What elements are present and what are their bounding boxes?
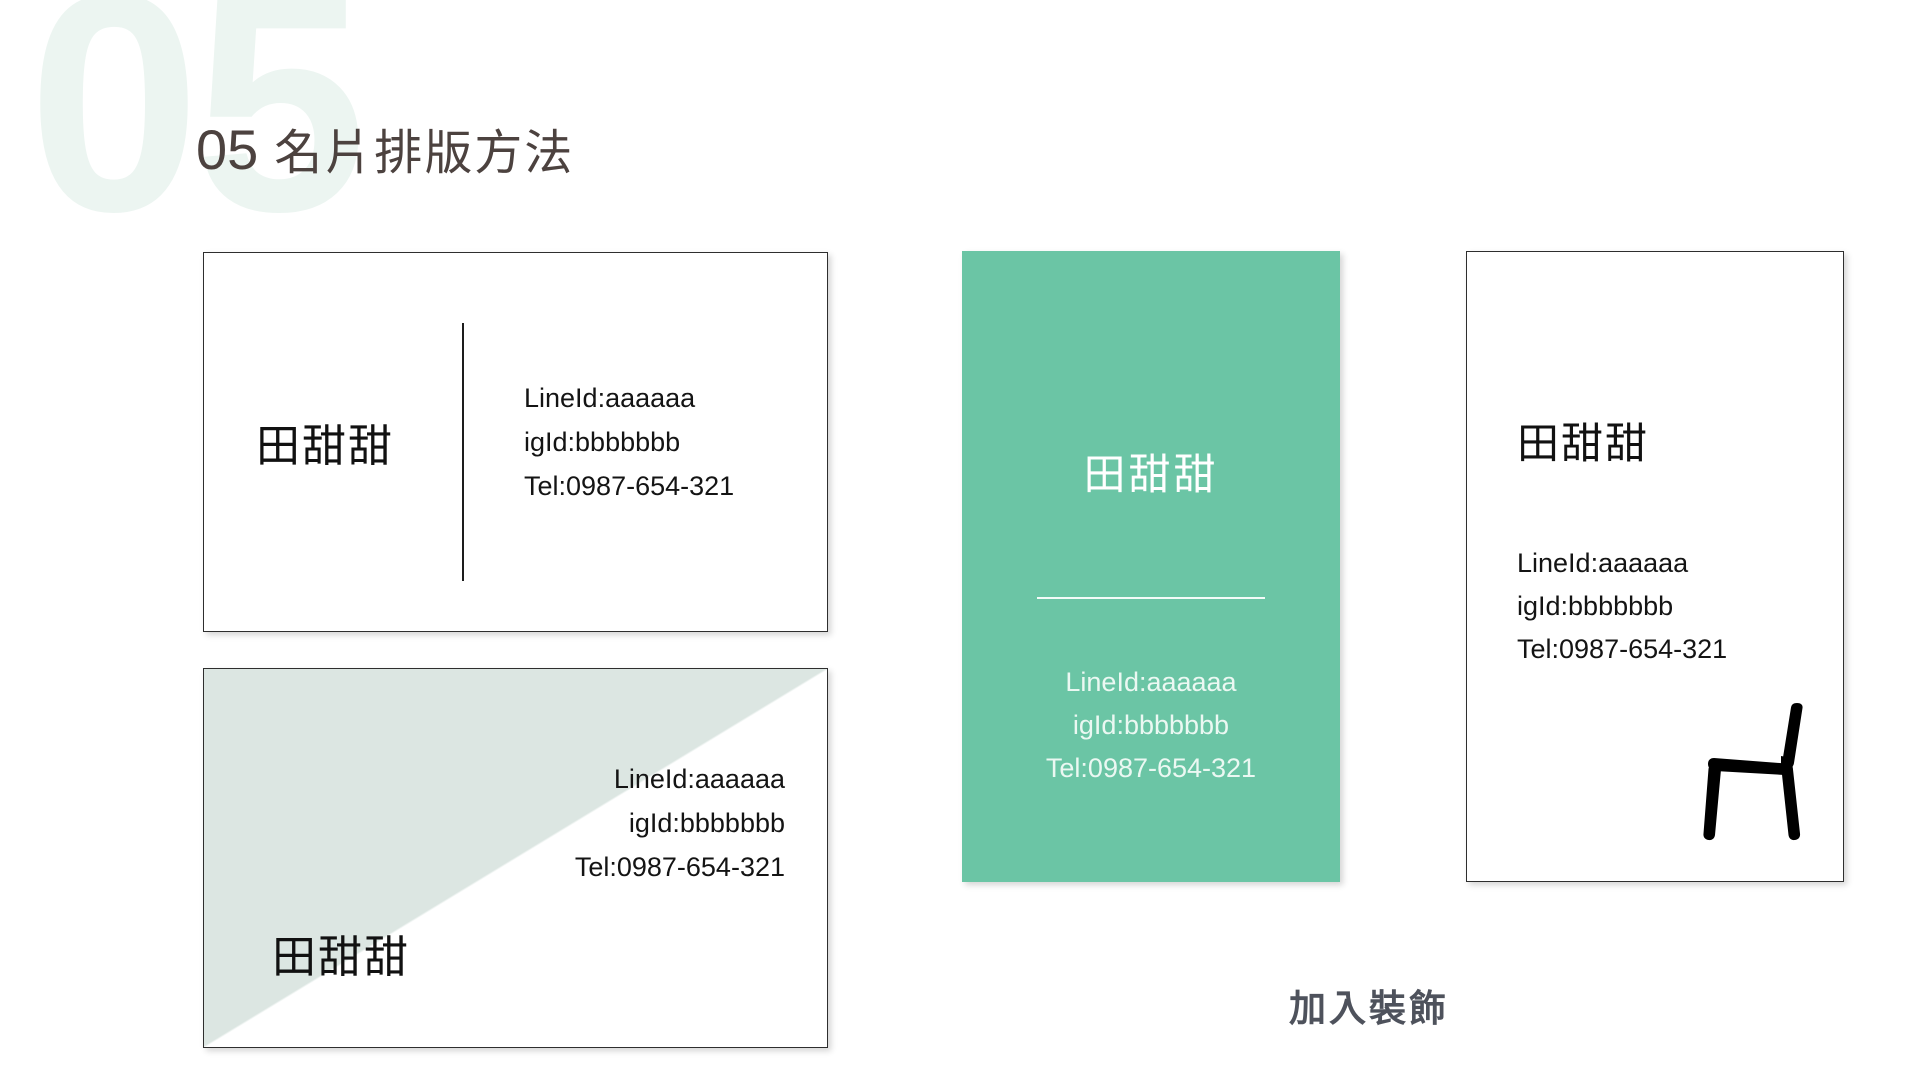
business-card-split[interactable]: 田甜甜 LineId:aaaaaa igId:bbbbbbb Tel:0987-… xyxy=(203,252,828,632)
contact-tel: Tel:0987-654-321 xyxy=(524,471,735,501)
card-name: 田甜甜 xyxy=(256,422,394,471)
contact-line-id: LineId:aaaaaa xyxy=(1065,667,1237,697)
contact-tel: Tel:0987-654-321 xyxy=(1045,753,1257,783)
card-contact-block: LineId:aaaaaa igId:bbbbbbb Tel:0987-654-… xyxy=(575,757,785,889)
contact-line-id: LineId:aaaaaa xyxy=(1517,548,1689,578)
contact-ig-id: igId:bbbbbbb xyxy=(628,808,785,838)
page-title: 名片排版方法 xyxy=(274,127,575,180)
contact-tel: Tel:0987-654-321 xyxy=(1517,634,1728,664)
watermark-number: 05 xyxy=(28,0,367,276)
contact-ig-id: igId:bbbbbbb xyxy=(1517,591,1674,621)
caption-label: 加入裝飾 xyxy=(1289,988,1449,1029)
card-name: 田甜甜 xyxy=(1083,451,1219,498)
card-contact-block: LineId:aaaaaa igId:bbbbbbb Tel:0987-654-… xyxy=(1517,542,1727,671)
contact-tel: Tel:0987-654-321 xyxy=(574,852,785,882)
diagonal-tint-shape xyxy=(204,669,827,1047)
business-card-decorated[interactable]: 田甜甜 LineId:aaaaaa igId:bbbbbbb Tel:0987-… xyxy=(1466,251,1844,882)
contact-ig-id: igId:bbbbbbb xyxy=(1072,710,1230,740)
chair-silhouette-icon xyxy=(1703,703,1803,841)
card-name: 田甜甜 xyxy=(272,933,410,982)
contact-line-id: LineId:aaaaaa xyxy=(524,383,696,413)
vertical-divider xyxy=(462,323,464,581)
card-name: 田甜甜 xyxy=(1517,420,1650,467)
contact-ig-id: igId:bbbbbbb xyxy=(524,427,681,457)
contact-line-id: LineId:aaaaaa xyxy=(613,764,785,794)
horizontal-divider xyxy=(1037,597,1265,599)
card-contact-block: LineId:aaaaaa igId:bbbbbbb Tel:0987-654-… xyxy=(524,376,734,508)
business-card-diagonal[interactable]: LineId:aaaaaa igId:bbbbbbb Tel:0987-654-… xyxy=(203,668,828,1048)
card-contact-block: LineId:aaaaaa igId:bbbbbbb Tel:0987-654-… xyxy=(1046,661,1256,790)
page-header: 05 名片排版方法 xyxy=(196,122,574,178)
business-card-green[interactable]: 田甜甜 LineId:aaaaaa igId:bbbbbbb Tel:0987-… xyxy=(962,251,1340,882)
section-number: 05 xyxy=(196,118,259,181)
